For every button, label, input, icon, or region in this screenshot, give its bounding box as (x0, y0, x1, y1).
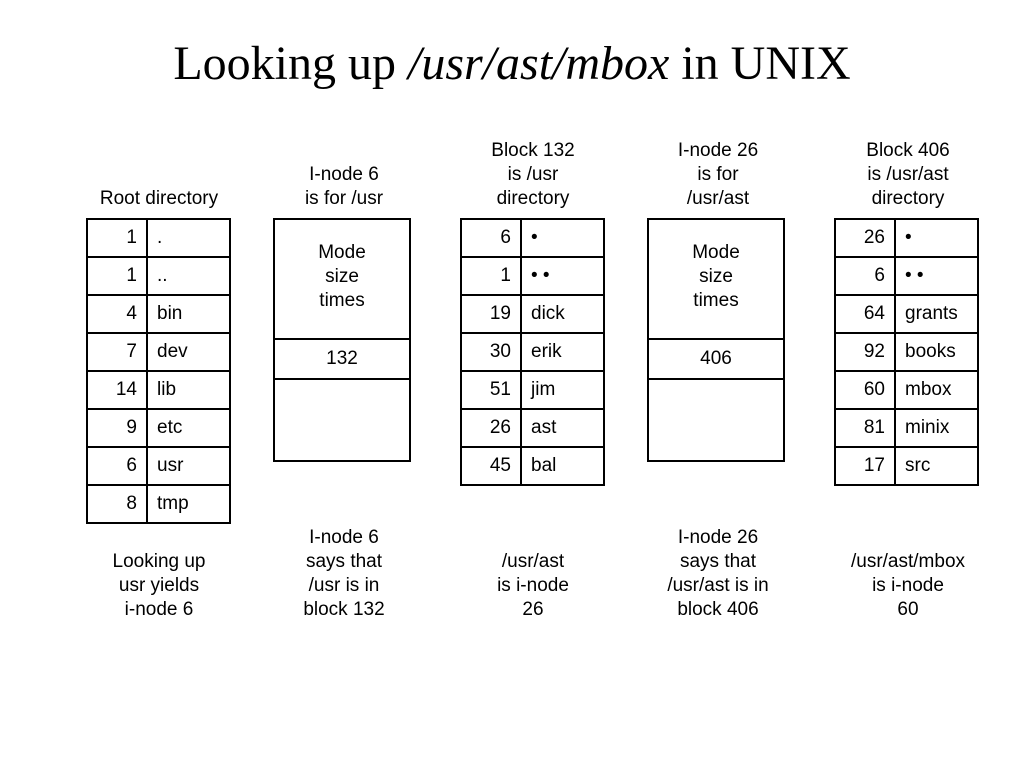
directory-entry-row: 1. (86, 218, 231, 258)
entry-file-name: tmp (146, 484, 231, 524)
entry-file-name: bal (520, 446, 605, 486)
title-path: /usr/ast/mbox (407, 37, 670, 90)
entry-inode-number: 14 (86, 370, 148, 410)
entry-inode-number: 92 (834, 332, 896, 372)
entry-inode-number: 51 (460, 370, 522, 410)
entry-inode-number: 9 (86, 408, 148, 448)
directory-entry-row: 1• • (460, 256, 605, 296)
inode26-header: I-node 26 is for /usr/ast (677, 140, 759, 209)
entry-inode-number: 1 (86, 218, 148, 258)
entry-file-name: lib (146, 370, 231, 410)
inode6-block-address: 132 (275, 340, 409, 380)
entry-file-name: erik (520, 332, 605, 372)
root-directory-header: Root directory (99, 188, 219, 209)
inode6-empty-cell (275, 380, 409, 460)
entry-file-name: • • (520, 256, 605, 296)
block132-header: Block 132 is /usr directory (491, 140, 575, 209)
entry-file-name: minix (894, 408, 979, 448)
entry-inode-number: 26 (834, 218, 896, 258)
entry-inode-number: 60 (834, 370, 896, 410)
title-suffix: in UNIX (669, 37, 851, 90)
entry-file-name: . (146, 218, 231, 258)
entry-inode-number: 45 (460, 446, 522, 486)
block406-header: Block 406 is /usr/ast directory (866, 140, 950, 209)
inode6-footer: I-node 6 says that /usr is in block 132 (303, 527, 385, 620)
entry-inode-number: 1 (460, 256, 522, 296)
inode26-footer: I-node 26 says that /usr/ast is in block… (667, 527, 769, 620)
entry-inode-number: 7 (86, 332, 148, 372)
entry-file-name: • (894, 218, 979, 258)
entry-file-name: dick (520, 294, 605, 334)
entry-inode-number: 64 (834, 294, 896, 334)
title-prefix: Looking up (173, 37, 408, 90)
directory-entry-row: 26• (834, 218, 979, 258)
entry-file-name: mbox (894, 370, 979, 410)
entry-inode-number: 17 (834, 446, 896, 486)
entry-file-name: dev (146, 332, 231, 372)
entry-inode-number: 81 (834, 408, 896, 448)
inode6-box: Mode size times 132 (273, 218, 411, 462)
entry-inode-number: 6 (460, 218, 522, 258)
entry-file-name: jim (520, 370, 605, 410)
entry-file-name: etc (146, 408, 231, 448)
entry-file-name: books (894, 332, 979, 372)
block406-footer: /usr/ast/mbox is i-node 60 (850, 551, 966, 620)
block132-footer: /usr/ast is i-node 26 (497, 551, 569, 620)
entry-file-name: grants (894, 294, 979, 334)
directory-entry-row: 6• (460, 218, 605, 258)
entry-file-name: bin (146, 294, 231, 334)
inode6-attributes: Mode size times (275, 220, 409, 340)
inode26-attributes: Mode size times (649, 220, 783, 340)
directory-entry-row: 1.. (86, 256, 231, 296)
inode26-box: Mode size times 406 (647, 218, 785, 462)
entry-inode-number: 4 (86, 294, 148, 334)
inode26-block-address: 406 (649, 340, 783, 380)
entry-file-name: .. (146, 256, 231, 296)
slide-title: Looking up /usr/ast/mbox in UNIX (0, 34, 1024, 94)
entry-file-name: usr (146, 446, 231, 486)
entry-file-name: • • (894, 256, 979, 296)
entry-file-name: • (520, 218, 605, 258)
root-directory-footer: Looking up usr yields i-node 6 (112, 551, 206, 620)
entry-inode-number: 19 (460, 294, 522, 334)
entry-inode-number: 6 (86, 446, 148, 486)
entry-inode-number: 8 (86, 484, 148, 524)
entry-file-name: src (894, 446, 979, 486)
entry-file-name: ast (520, 408, 605, 448)
inode26-empty-cell (649, 380, 783, 460)
directory-entry-row: 6• • (834, 256, 979, 296)
entry-inode-number: 26 (460, 408, 522, 448)
entry-inode-number: 6 (834, 256, 896, 296)
inode6-header: I-node 6 is for /usr (304, 164, 384, 209)
entry-inode-number: 30 (460, 332, 522, 372)
entry-inode-number: 1 (86, 256, 148, 296)
